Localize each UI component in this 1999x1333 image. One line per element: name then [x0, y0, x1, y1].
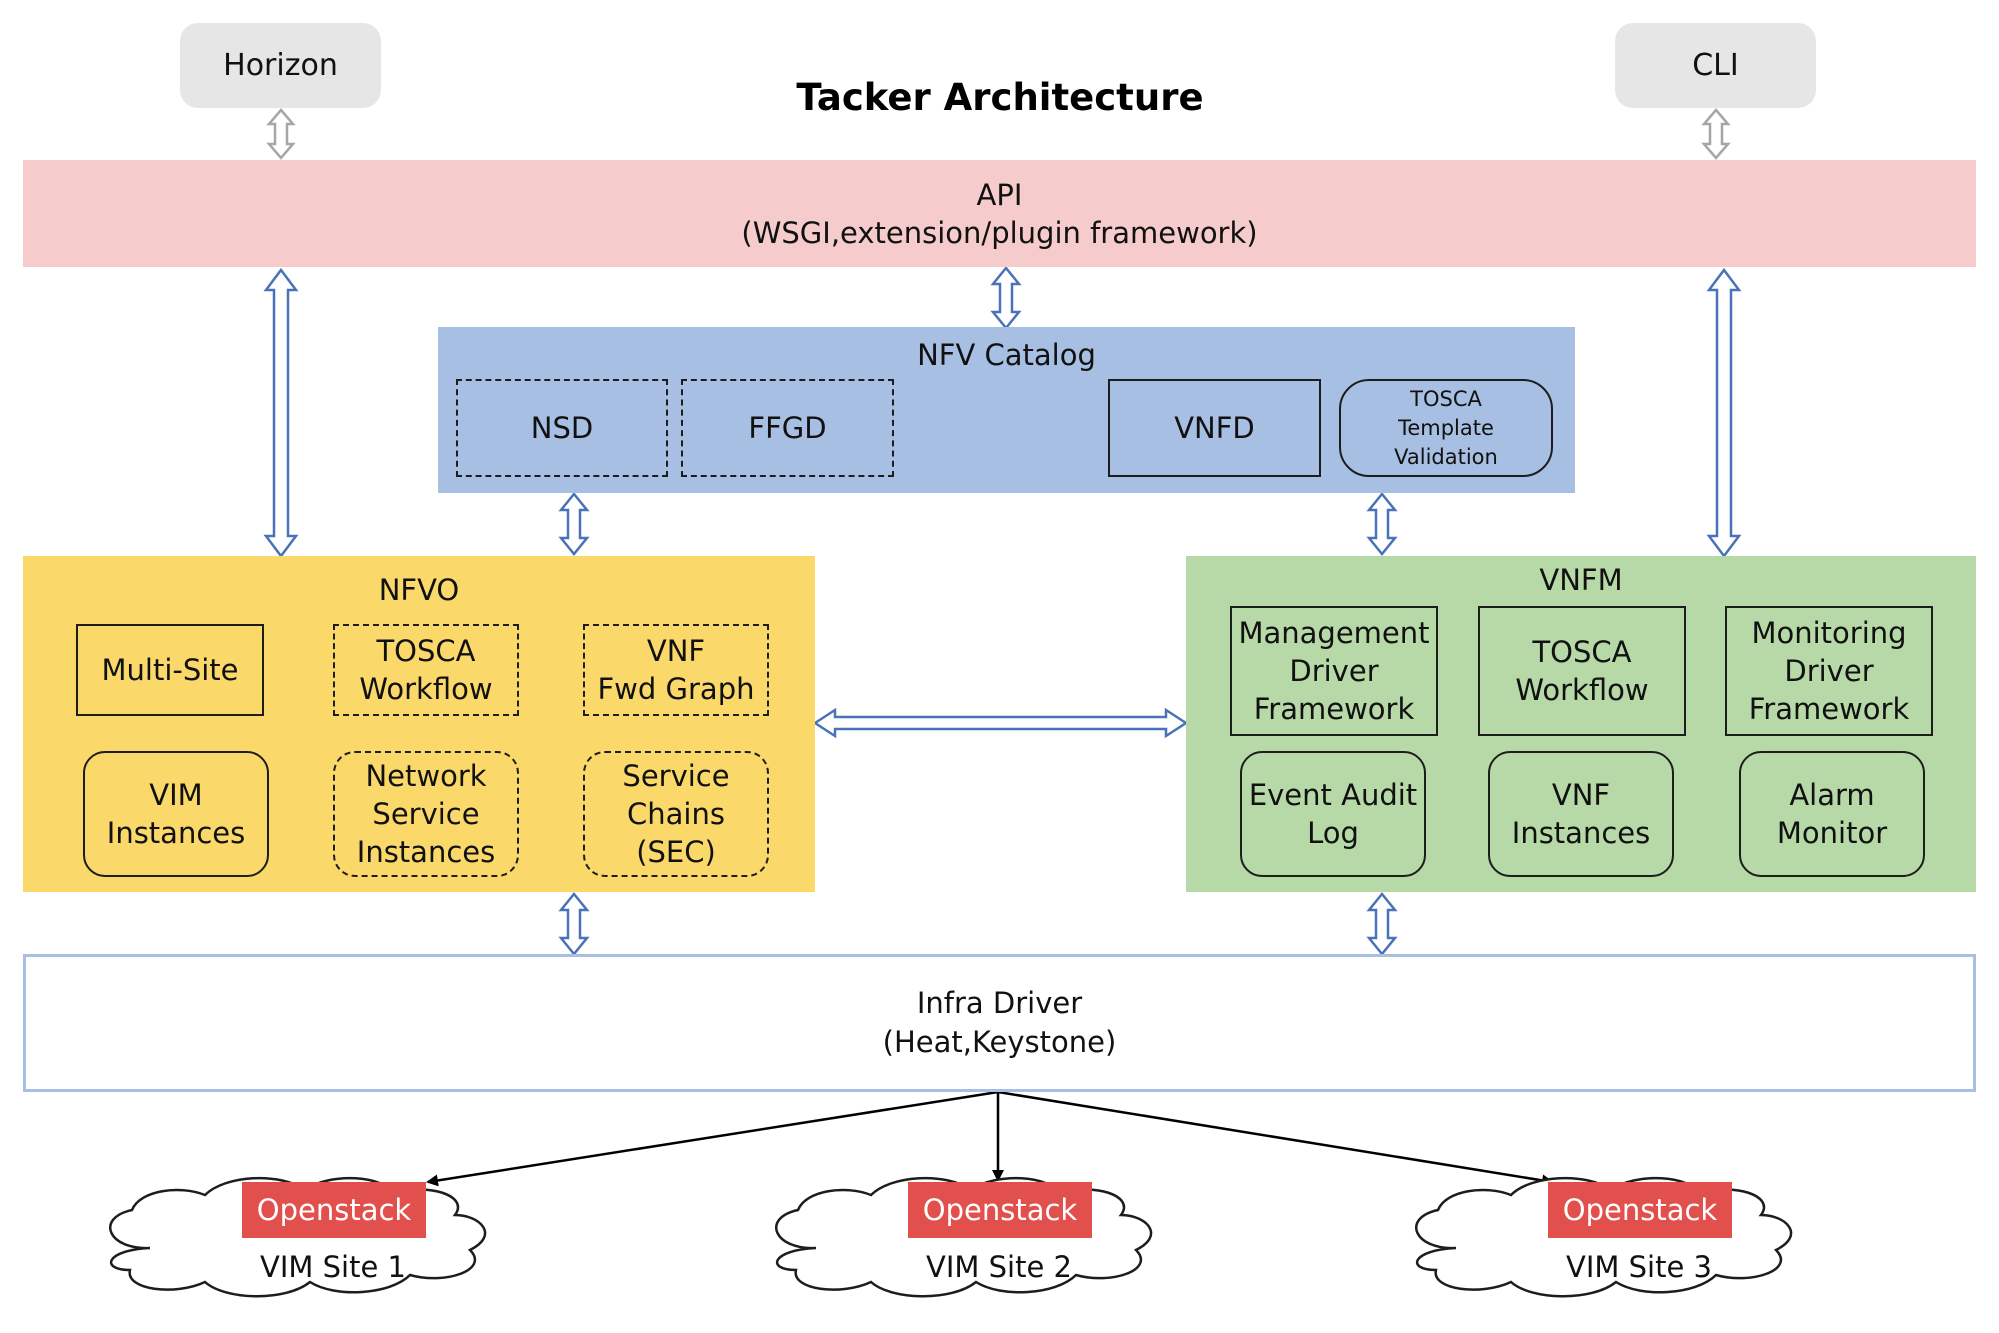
nfv-catalog-panel: NFV Catalog NSD FFGD VNFD TOSCA Template… — [438, 327, 1575, 493]
nfvo-infra-arrow — [558, 892, 590, 956]
openstack-badge-site1: Openstack — [242, 1182, 426, 1238]
vnfm-tosca-workflow-line-1: TOSCA — [1532, 635, 1632, 669]
infra-driver-title: Infra Driver — [916, 986, 1083, 1020]
nfvo-panel: NFVO Multi-Site TOSCA Workflow VNF Fwd G… — [23, 556, 815, 892]
vnfm-title: VNFM — [1539, 563, 1623, 597]
api-catalog-arrow — [990, 266, 1022, 330]
catalog-vnfm-arrow — [1366, 492, 1398, 556]
nsi-line-1: Network — [365, 759, 487, 793]
service-chains-line-3: (SEC) — [636, 835, 716, 869]
vim-site-1-label: VIM Site 1 — [260, 1250, 406, 1284]
nfvo-title: NFVO — [378, 573, 460, 607]
openstack-badge-site3: Openstack — [1548, 1182, 1732, 1238]
event-audit-line-1: Event Audit — [1248, 778, 1418, 812]
nsi-line-2: Service — [372, 797, 480, 831]
vnfm-tosca-workflow-box: TOSCA Workflow — [1478, 606, 1686, 736]
vim-instances-line-2: Instances — [106, 816, 246, 850]
mgmt-driver-line-3: Framework — [1253, 692, 1415, 726]
horizon-api-arrow — [266, 108, 296, 160]
cli-api-arrow — [1701, 108, 1731, 160]
ffgd-box: FFGD — [681, 379, 894, 477]
vnf-fwd-graph-line-2: Fwd Graph — [597, 672, 755, 706]
cli-client[interactable]: CLI — [1615, 23, 1816, 108]
vnf-fwd-graph-line-1: VNF — [646, 634, 706, 668]
mgmt-driver-line-1: Management — [1238, 616, 1430, 650]
vnfm-panel: VNFM Management Driver Framework TOSCA W… — [1186, 556, 1976, 892]
nfvo-tosca-workflow-box: TOSCA Workflow — [333, 624, 519, 716]
vim-instances-box: VIM Instances — [83, 751, 269, 877]
vim-site-3-label: VIM Site 3 — [1566, 1250, 1712, 1284]
nfvo-vnfm-arrow — [812, 707, 1189, 739]
nsd-label: NSD — [530, 411, 594, 445]
nsi-line-3: Instances — [356, 835, 496, 869]
alarm-monitor-box: Alarm Monitor — [1739, 751, 1925, 877]
vnfd-label: VNFD — [1174, 411, 1255, 445]
vnf-instances-line-2: Instances — [1511, 816, 1651, 850]
api-nfvo-arrow — [263, 267, 299, 559]
ffgd-label: FFGD — [748, 411, 827, 445]
nfvo-tosca-workflow-line-2: Workflow — [359, 672, 493, 706]
network-service-instances-box: Network Service Instances — [333, 751, 519, 877]
management-driver-box: Management Driver Framework — [1230, 606, 1438, 736]
mgmt-driver-line-2: Driver — [1289, 654, 1379, 688]
api-vnfm-arrow — [1706, 267, 1742, 559]
api-layer: API (WSGI,extension/plugin framework) — [23, 160, 1976, 267]
catalog-nfvo-arrow — [558, 492, 590, 556]
service-chains-box: Service Chains (SEC) — [583, 751, 769, 877]
cli-label: CLI — [1692, 48, 1739, 83]
api-title: API — [976, 177, 1023, 212]
nfv-catalog-title: NFV Catalog — [917, 338, 1096, 372]
infra-driver-subtitle: (Heat,Keystone) — [882, 1025, 1117, 1059]
vnf-fwd-graph-box: VNF Fwd Graph — [583, 624, 769, 716]
infra-driver-layer: Infra Driver (Heat,Keystone) — [23, 954, 1976, 1092]
monitoring-driver-line-2: Driver — [1784, 654, 1874, 688]
vnf-instances-box: VNF Instances — [1488, 751, 1674, 877]
service-chains-line-1: Service — [622, 759, 730, 793]
diagram-title: Tacker Architecture — [796, 76, 1204, 119]
monitoring-driver-line-3: Framework — [1748, 692, 1910, 726]
vnfm-infra-arrow — [1366, 892, 1398, 956]
monitoring-driver-box: Monitoring Driver Framework — [1725, 606, 1933, 736]
vnfd-box: VNFD — [1108, 379, 1321, 477]
event-audit-line-2: Log — [1307, 816, 1359, 850]
horizon-label: Horizon — [223, 48, 338, 83]
vnf-instances-line-1: VNF — [1551, 778, 1611, 812]
nfvo-tosca-workflow-line-1: TOSCA — [376, 634, 476, 668]
nsd-box: NSD — [456, 379, 668, 477]
horizon-client[interactable]: Horizon — [180, 23, 381, 108]
vim-instances-line-1: VIM — [149, 778, 203, 812]
tosca-validation-line-1: TOSCA — [1410, 386, 1482, 411]
multi-site-box: Multi-Site — [76, 624, 264, 716]
tosca-validation-line-2: Template — [1398, 415, 1494, 440]
alarm-monitor-line-1: Alarm — [1789, 778, 1875, 812]
alarm-monitor-line-2: Monitor — [1776, 816, 1888, 850]
tosca-validation-line-3: Validation — [1394, 444, 1498, 469]
infra-site1-arrow — [426, 1090, 999, 1187]
api-subtitle: (WSGI,extension/plugin framework) — [741, 215, 1258, 250]
multi-site-label: Multi-Site — [101, 653, 239, 687]
tosca-template-validation-box: TOSCA Template Validation — [1339, 379, 1553, 477]
vnfm-tosca-workflow-line-2: Workflow — [1515, 673, 1649, 707]
event-audit-log-box: Event Audit Log — [1240, 751, 1426, 877]
infra-site3-arrow — [997, 1090, 1554, 1187]
service-chains-line-2: Chains — [627, 797, 725, 831]
openstack-badge-site2: Openstack — [908, 1182, 1092, 1238]
monitoring-driver-line-1: Monitoring — [1751, 616, 1907, 650]
vim-site-2-label: VIM Site 2 — [926, 1250, 1072, 1284]
